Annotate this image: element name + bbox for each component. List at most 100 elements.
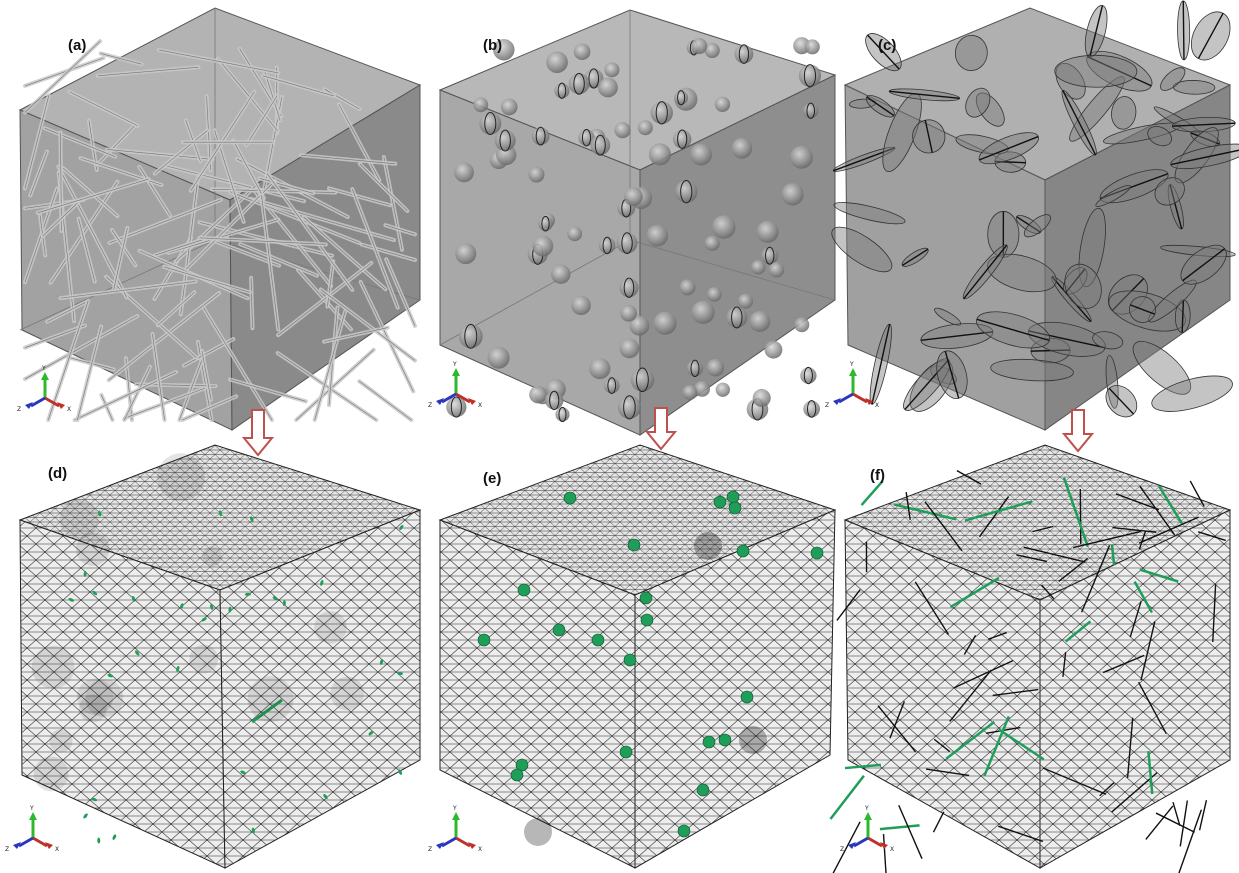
sphere-cut — [557, 82, 567, 99]
mesh-refinement — [739, 726, 767, 754]
sphere-cut — [803, 366, 813, 385]
mesh-refinement — [31, 645, 75, 689]
platelet-trace — [1212, 584, 1217, 643]
platelet-edge — [867, 34, 900, 70]
sphere-cut — [573, 72, 585, 95]
sphere — [804, 39, 820, 55]
platelet-trace — [1058, 557, 1089, 582]
platelet-edge — [1130, 304, 1156, 315]
sphere — [458, 324, 483, 349]
platelet — [965, 87, 991, 118]
sphere-section — [510, 768, 524, 782]
platelet-trace — [1099, 782, 1115, 797]
triad-label-y: Y — [41, 365, 46, 372]
platelet-edge — [1051, 276, 1092, 322]
fiber-cross-section — [201, 617, 207, 622]
sphere-cut — [690, 359, 700, 377]
panel-f: (f) Y X Z — [829, 444, 1232, 873]
fiber-edge — [359, 163, 408, 212]
panel-c: (c) Y X Z — [825, 0, 1239, 431]
triad-label-x: X — [55, 846, 59, 853]
sphere — [531, 127, 550, 146]
fiber-edge — [62, 167, 118, 217]
panel-label-a: (a) — [68, 37, 86, 54]
platelet-trace — [1023, 546, 1086, 563]
fiber-cross-section — [83, 813, 88, 819]
platelet — [990, 358, 1074, 382]
sphere-cut — [588, 68, 600, 89]
mesh-refinement — [33, 756, 69, 792]
sphere — [715, 382, 730, 397]
triad-label-x: X — [67, 406, 71, 413]
axis-triad-b: Y X Z — [428, 361, 482, 409]
platelet-edge — [866, 96, 895, 117]
sphere — [573, 43, 591, 61]
sphere — [614, 121, 631, 139]
sphere — [620, 304, 637, 322]
sphere — [637, 120, 653, 136]
fiber-edge — [296, 349, 374, 421]
fiber-edge — [385, 259, 416, 327]
sphere — [598, 77, 618, 98]
sphere — [694, 380, 710, 397]
sphere — [691, 38, 708, 55]
panel-d: (d) Y X Z — [5, 444, 422, 869]
platelet-edge — [1182, 0, 1185, 60]
fiber-edge — [78, 218, 96, 282]
fiber-cross-section — [91, 797, 98, 802]
fiber-edge — [164, 266, 250, 293]
platelet — [1069, 76, 1125, 142]
platelet-trace — [924, 501, 963, 552]
platelet-trace — [1139, 568, 1179, 583]
mesh-refinement — [49, 729, 73, 753]
fiber-cross-section — [320, 580, 324, 586]
sphere-section — [702, 735, 716, 749]
sphere-cut — [635, 367, 649, 393]
fiber-edge — [232, 140, 265, 199]
fiber-edge — [240, 243, 318, 276]
sphere — [690, 143, 713, 166]
platelet-trace — [1179, 800, 1189, 847]
sphere — [790, 145, 813, 169]
fiber-edge — [277, 352, 377, 421]
mesh-refinement — [75, 532, 110, 566]
platelet-edge — [1169, 184, 1183, 230]
sphere-cut — [558, 406, 567, 423]
sphere — [446, 396, 467, 418]
sphere — [734, 44, 754, 64]
x-axis-arrow — [44, 396, 60, 408]
platelet-trace — [997, 825, 1044, 843]
platelet-edge — [1065, 268, 1086, 294]
sphere — [532, 235, 554, 257]
sphere-section — [713, 495, 727, 509]
platelet-edge — [1089, 5, 1104, 57]
platelet — [1064, 263, 1102, 309]
fiber-cross-section — [68, 597, 74, 602]
sphere — [648, 143, 671, 166]
arrow-a-to-d — [241, 409, 275, 457]
sphere — [714, 96, 731, 112]
fiber-edge — [152, 334, 165, 421]
fiber-edge — [352, 188, 399, 308]
fiber-edge — [124, 387, 206, 419]
sphere — [545, 391, 564, 410]
axis-triad-a: Y X Z — [17, 365, 71, 413]
fiber-cross-section — [179, 603, 184, 609]
sphere — [554, 83, 570, 99]
platelet-trace — [914, 581, 950, 635]
platelet-trace — [964, 500, 1033, 522]
sphere — [704, 235, 720, 251]
z-axis-arrow — [30, 396, 46, 408]
sphere-section — [477, 633, 491, 647]
fiber-edge — [42, 203, 78, 237]
fiber-cross-section — [399, 524, 404, 531]
mesh-refinement — [524, 818, 552, 846]
platelet-trace — [1102, 654, 1145, 674]
platelet-trace — [1080, 545, 1111, 613]
fiber-cross-section — [97, 837, 101, 844]
sphere — [686, 360, 704, 377]
triad-label-x: X — [478, 402, 482, 409]
fiber-edge — [201, 350, 212, 400]
sphere-section — [740, 690, 754, 704]
sphere-cut — [450, 396, 462, 418]
